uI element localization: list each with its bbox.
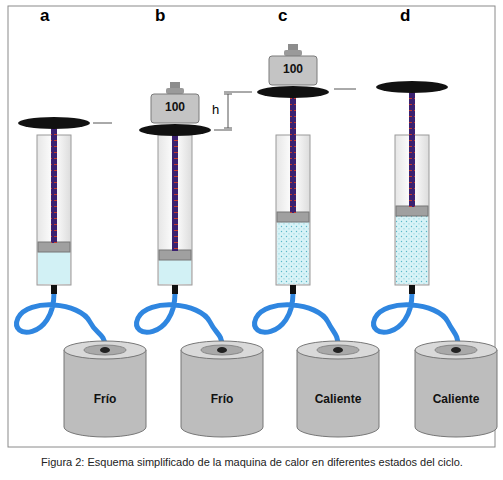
reservoir-cylinder: Frío [180,340,264,438]
mass-value: 100 [150,100,200,114]
state-letter: d [400,6,410,26]
reservoir-cylinder: Caliente [414,340,498,438]
mass-value: 100 [268,62,318,76]
reservoir-shape [63,340,147,438]
state-letter: b [155,6,165,26]
reservoir-label: Frío [180,392,264,406]
weight-block: 100 [150,82,200,124]
reservoir-label: Caliente [414,392,498,406]
weight-block: 100 [268,44,318,86]
figure-caption: Figura 2: Esquema simplificado de la maq… [41,456,463,468]
state-letter: c [278,6,287,26]
state-letter: a [40,6,49,26]
reservoir-shape [180,340,264,438]
reservoir-cylinder: Caliente [296,340,380,438]
height-label: h [212,102,219,117]
reservoir-label: Caliente [296,392,380,406]
reservoir-shape [414,340,498,438]
reservoir-label: Frío [63,392,147,406]
reservoir-shape [296,340,380,438]
reservoir-cylinder: Frío [63,340,147,438]
